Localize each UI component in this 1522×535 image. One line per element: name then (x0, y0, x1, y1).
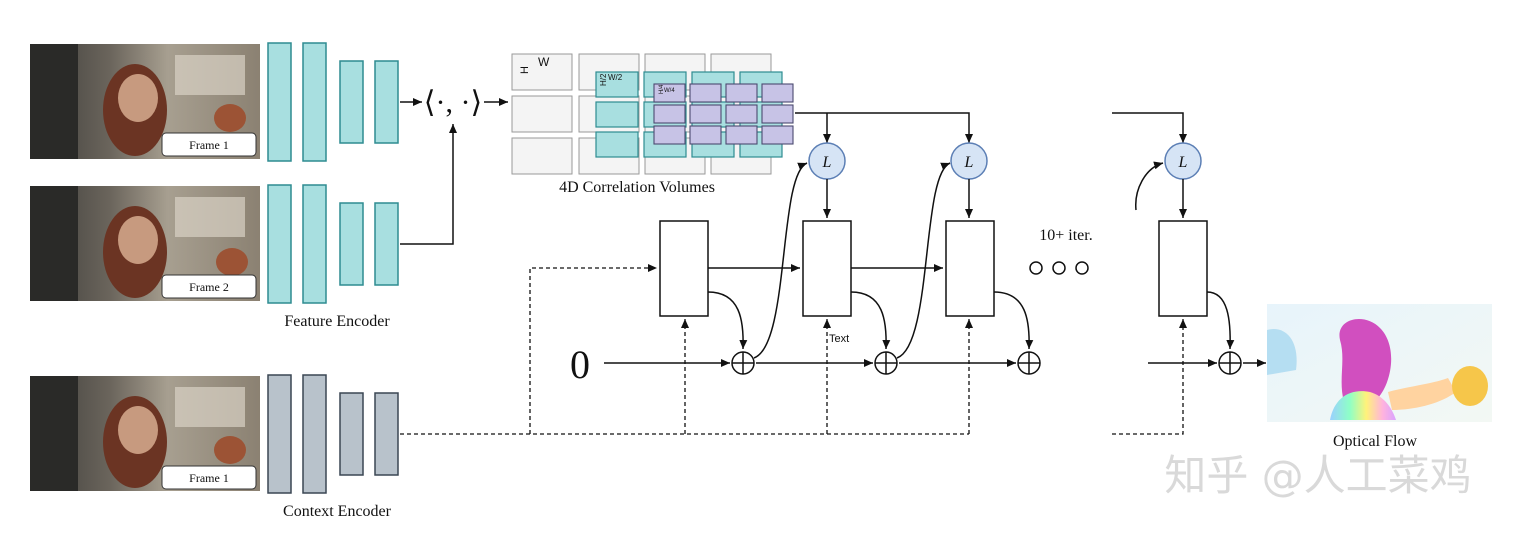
flow-to-lookup-1 (753, 162, 808, 359)
inner-product-symbol: ⟨·, ·⟩ (424, 86, 482, 119)
feature-encoder-top (267, 42, 399, 162)
volume-feed-line (795, 112, 973, 143)
feature-encoder-bottom (267, 184, 399, 304)
feature-encoder-label: Feature Encoder (284, 313, 390, 330)
context-encoder (267, 374, 399, 494)
optical-flow-image (1267, 304, 1492, 422)
volume-feed-line-last (1112, 112, 1187, 143)
volume-w2-label: W/2 (608, 73, 623, 82)
volume-h-label: H (519, 66, 531, 74)
initial-flow-zero: 0 (570, 342, 590, 387)
lookup-label-1: L (822, 154, 832, 171)
frame1-bottom-label: Frame 1 (189, 471, 229, 485)
delta-arrow-1 (707, 291, 748, 350)
frame2-image: Frame 2 (30, 186, 260, 301)
correlation-volumes-label: 4D Correlation Volumes (559, 179, 715, 196)
text-annotation: Text (829, 333, 849, 345)
update-operator-1 (659, 220, 709, 317)
lookup-label-2: L (964, 154, 974, 171)
lookup-label-3: L (1178, 154, 1188, 171)
lookup-node-2: L (950, 142, 988, 180)
frame1-top-image: Frame 1 (30, 44, 260, 159)
flow-to-lookup-3 (1135, 161, 1164, 211)
delta-arrow-4 (1206, 291, 1235, 350)
frame1-bottom-image: Frame 1 (30, 376, 260, 491)
volume-h2-label: H/2 (599, 73, 608, 86)
update-operator-4 (1158, 220, 1208, 317)
frame2-label: Frame 2 (189, 280, 229, 294)
context-dashed-lines (400, 264, 1187, 435)
volume-h4-label: H/4 (659, 84, 665, 94)
lookup-node-1: L (808, 142, 846, 180)
iterations-label: 10+ iter. (1039, 227, 1092, 244)
context-encoder-label: Context Encoder (283, 503, 392, 520)
watermark-text: 知乎 @人工菜鸡 (1164, 451, 1471, 500)
lookup-node-3: L (1164, 142, 1202, 180)
arrow-fenc2-to-dot (400, 124, 457, 245)
update-operator-2 (802, 220, 852, 317)
correlation-volume-pyramid: W H W/2 H/2 W/4 H/4 (511, 53, 794, 175)
optical-flow-label: Optical Flow (1333, 433, 1417, 450)
update-operator-3 (945, 220, 995, 317)
flow-to-lookup-2 (896, 162, 951, 359)
ellipsis-dots (1029, 261, 1089, 275)
delta-arrow-3 (993, 291, 1034, 350)
frame1-top-label: Frame 1 (189, 138, 229, 152)
delta-arrow-2 (850, 291, 891, 350)
volume-w-label: W (538, 55, 550, 69)
sum-nodes (731, 351, 1242, 375)
volume-w4-label: W/4 (664, 88, 675, 94)
